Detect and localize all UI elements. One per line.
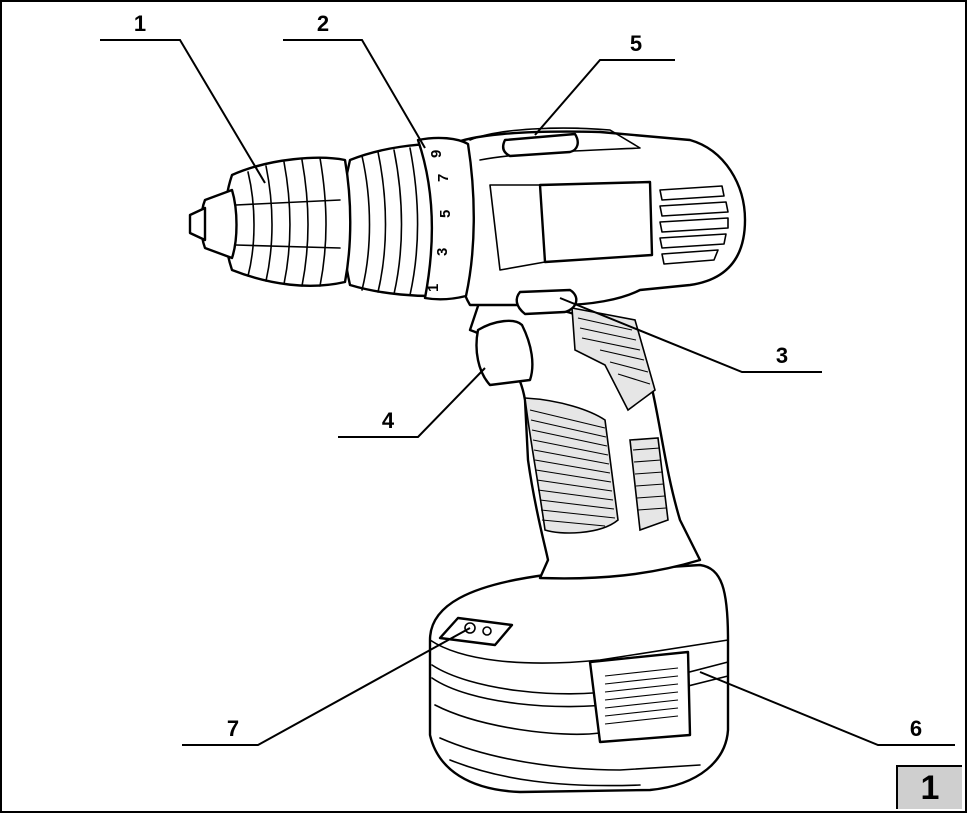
torque-dial-ring	[416, 136, 475, 301]
callout-6: 6	[910, 716, 922, 741]
indicator-led	[482, 626, 492, 636]
dial-mark-3: 3	[434, 248, 451, 256]
side-panel	[538, 180, 654, 264]
battery-pack	[428, 563, 730, 794]
chuck-nose	[200, 188, 238, 260]
dial-mark-9: 9	[428, 150, 445, 158]
direction-switch	[515, 288, 578, 316]
gear-selector	[501, 132, 579, 158]
callout-5: 5	[630, 31, 642, 56]
chuck-ribs	[235, 157, 341, 287]
air-vents	[659, 185, 729, 265]
callout-3: 3	[776, 343, 788, 368]
callout-2: 2	[317, 11, 329, 36]
dial-mark-7: 7	[435, 174, 452, 182]
chuck-jaws	[188, 206, 207, 242]
handle	[468, 298, 702, 580]
callout-1: 1	[134, 11, 146, 36]
soft-grip-front	[524, 397, 619, 534]
soft-grip-rear-lower	[629, 437, 669, 532]
indicator-button	[464, 622, 476, 634]
callout-7: 7	[227, 716, 239, 741]
dial-mark-5: 5	[437, 210, 454, 218]
charge-indicator-plate	[438, 616, 514, 647]
callout-4: 4	[382, 408, 395, 433]
figure-number-badge: 1	[896, 765, 962, 809]
motor-housing	[448, 127, 747, 316]
latch-ribs	[604, 667, 679, 725]
soft-grip-rear-upper	[571, 307, 656, 412]
battery-release-latch	[588, 650, 692, 744]
torque-collar: 1 3 5 7 9	[341, 136, 475, 301]
dial-mark-1: 1	[425, 284, 442, 292]
collar-ribs	[361, 147, 419, 296]
keyless-chuck	[188, 156, 352, 287]
leader-lines	[100, 39, 955, 746]
grip-ribs-rear	[577, 317, 651, 385]
grip-ribs-front	[529, 409, 616, 527]
trigger-switch	[475, 319, 534, 387]
